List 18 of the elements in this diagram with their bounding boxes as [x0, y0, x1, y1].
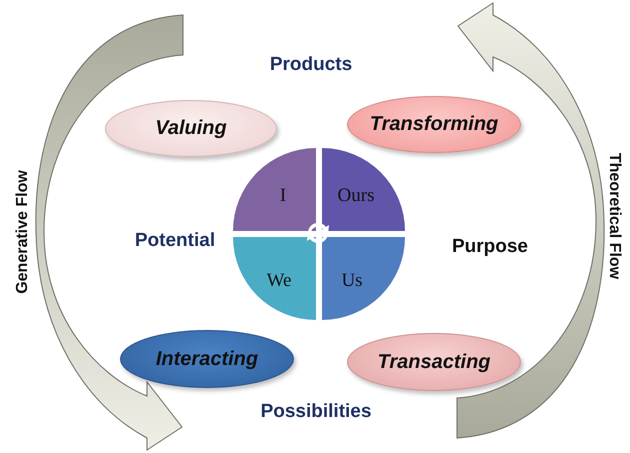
quadrant-shape [233, 148, 316, 231]
quadrant-label: I [280, 185, 286, 207]
quadrant-shape [322, 237, 405, 320]
diagram-label: Possibilities [260, 401, 372, 423]
diagram-label: Theoretical Flow [605, 152, 623, 280]
node-label: Valuing [155, 117, 227, 140]
node-label: Transacting [378, 350, 490, 374]
diagram-label: Generative Flow [14, 170, 32, 294]
diagram-label: Products [270, 54, 352, 76]
quadrant-label: Us [341, 270, 363, 292]
node-label: Transforming [370, 113, 498, 136]
node-label: Interacting [156, 348, 258, 370]
quadrant-shape [233, 237, 316, 320]
quadrant-label: We [266, 270, 292, 292]
quadrant-label: Ours [338, 185, 374, 207]
quadrant-shape [322, 148, 405, 231]
diagram-label: Potential [134, 230, 216, 252]
diagram-label: Purpose [452, 236, 528, 258]
